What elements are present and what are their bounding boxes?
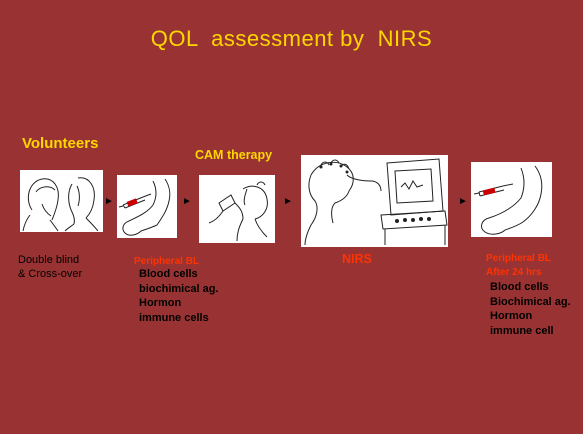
blood-draw-24h-illustration xyxy=(471,162,552,237)
blood-draw-illustration xyxy=(117,175,177,238)
after-24-hrs-label: After 24 hrs xyxy=(486,267,542,278)
list-item: immune cell xyxy=(490,324,554,337)
syringe-arm-icon xyxy=(473,165,543,235)
list-item: Blood cells xyxy=(490,281,549,293)
slide-title: QOL assessment by NIRS xyxy=(150,26,433,51)
list-item: Blood cells xyxy=(139,268,198,280)
list-item: Hormon xyxy=(490,310,533,322)
sample2-list: Blood cells Biochimical ag. Hormon immun… xyxy=(490,280,571,338)
arrow-right-icon: ► xyxy=(283,196,293,207)
cam-therapy-heading: CAM therapy xyxy=(195,148,273,162)
study-design-line1: Double blind xyxy=(18,254,80,266)
list-item: immune cells xyxy=(139,311,209,324)
nirs-heading: NIRS xyxy=(342,252,372,266)
arrow-right-icon: ► xyxy=(104,196,114,207)
list-item: Hormon xyxy=(139,297,182,309)
study-design-line2: & Cross-over xyxy=(18,268,83,280)
two-people-icon xyxy=(22,177,99,232)
sample1-list: Blood cells biochimical ag. Hormon immun… xyxy=(139,267,218,325)
person-drinking-icon xyxy=(208,181,268,242)
volunteers-illustration xyxy=(20,170,103,232)
arrow-right-icon: ► xyxy=(458,196,468,207)
peripheral-bl-heading: Peripheral BL xyxy=(134,256,200,267)
nirs-device-icon xyxy=(304,158,448,246)
list-item: Biochimical ag. xyxy=(490,295,571,308)
syringe-arm-icon xyxy=(118,178,171,236)
peripheral-bl-24h-heading: Peripheral BL xyxy=(486,253,552,264)
nirs-illustration xyxy=(301,155,448,247)
list-item: biochimical ag. xyxy=(139,282,219,295)
arrow-right-icon: ► xyxy=(182,196,192,207)
cam-therapy-illustration xyxy=(199,175,275,243)
volunteers-heading: Volunteers xyxy=(22,135,99,152)
